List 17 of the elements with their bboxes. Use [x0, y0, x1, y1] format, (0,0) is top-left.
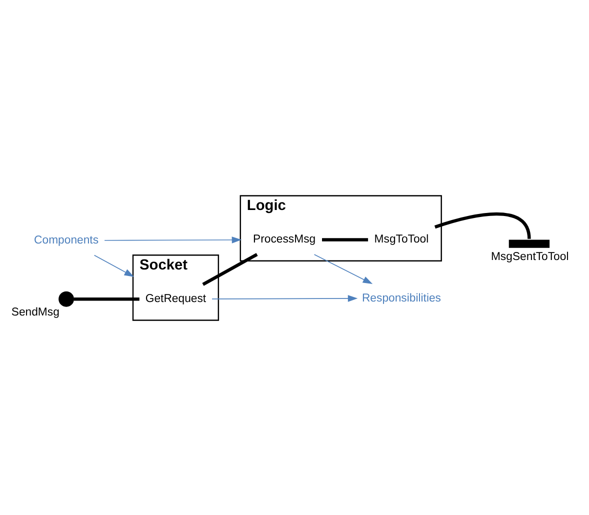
- node-label: MsgSentToTool: [490, 250, 569, 263]
- arrow: [94, 254, 134, 276]
- arrow: [104, 236, 242, 243]
- node-box: [508, 239, 550, 248]
- node-circle: [58, 290, 74, 306]
- connector: [434, 212, 531, 239]
- node-text: Components: [34, 234, 99, 246]
- arrow: [314, 254, 373, 284]
- node-text: ProcessMsg: [253, 233, 316, 246]
- connector: [202, 252, 258, 286]
- node-text: GetRequest: [145, 292, 206, 305]
- node-label: SendMsg: [11, 306, 60, 318]
- arrow: [212, 294, 358, 302]
- node-text: Responsibilities: [362, 292, 441, 304]
- connector: [322, 238, 368, 241]
- connector: [74, 296, 140, 300]
- node-text: MsgToTool: [374, 233, 429, 246]
